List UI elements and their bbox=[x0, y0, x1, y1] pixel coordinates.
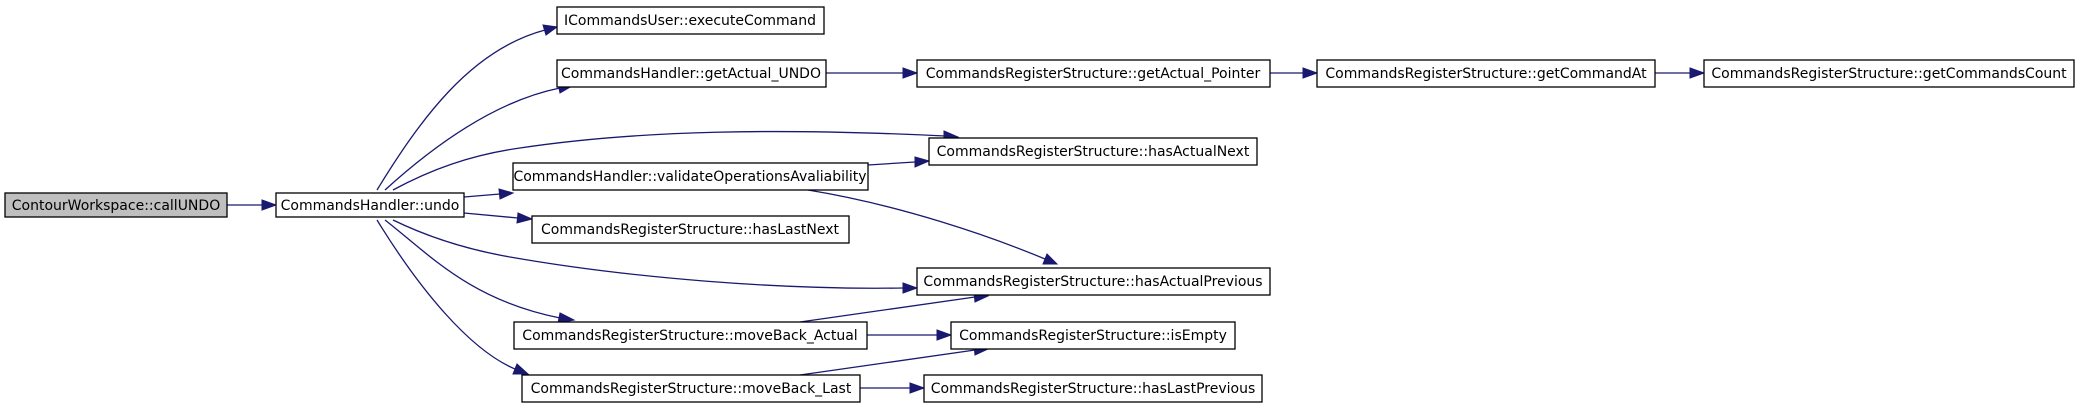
node-callundo[interactable]: ContourWorkspace::callUNDO bbox=[4, 192, 228, 218]
edge-undo-exec bbox=[376, 24, 559, 191]
edge-moveLast-hasLastPrev bbox=[860, 382, 926, 394]
edge-validate-hasPrev bbox=[807, 189, 1059, 265]
node-get-actual-undo-label: CommandsHandler::getActual_UNDO bbox=[561, 66, 821, 82]
edge-getUndo-getPtr bbox=[826, 67, 919, 79]
node-get-actual-undo[interactable]: CommandsHandler::getActual_UNDO bbox=[556, 59, 827, 88]
node-handler-undo[interactable]: CommandsHandler::undo bbox=[275, 192, 465, 218]
node-has-last-previous[interactable]: CommandsRegisterStructure::hasLastPrevio… bbox=[923, 374, 1263, 403]
node-get-actual-pointer[interactable]: CommandsRegisterStructure::getActual_Poi… bbox=[916, 59, 1271, 88]
node-is-empty[interactable]: CommandsRegisterStructure::isEmpty bbox=[950, 321, 1236, 350]
node-get-command-at-label: CommandsRegisterStructure::getCommandAt bbox=[1325, 66, 1647, 82]
node-get-actual-pointer-label: CommandsRegisterStructure::getActual_Poi… bbox=[926, 66, 1261, 82]
edge-moveAct-hasPrev bbox=[799, 291, 990, 323]
node-get-commands-count[interactable]: CommandsRegisterStructure::getCommandsCo… bbox=[1703, 59, 2075, 88]
edge-validate-hasNext bbox=[867, 156, 931, 168]
node-get-commands-count-label: CommandsRegisterStructure::getCommandsCo… bbox=[1711, 66, 2067, 82]
node-move-back-last-label: CommandsRegisterStructure::moveBack_Last bbox=[531, 381, 852, 397]
node-execute-command-label: ICommandsUser::executeCommand bbox=[564, 13, 816, 29]
node-has-last-previous-label: CommandsRegisterStructure::hasLastPrevio… bbox=[931, 381, 1256, 397]
edge-undo-hasLastNext bbox=[463, 212, 534, 224]
node-has-actual-next-label: CommandsRegisterStructure::hasActualNext bbox=[937, 144, 1250, 160]
node-has-actual-next[interactable]: CommandsRegisterStructure::hasActualNext bbox=[928, 137, 1258, 166]
node-move-back-actual[interactable]: CommandsRegisterStructure::moveBack_Actu… bbox=[513, 321, 868, 350]
node-callundo-label: ContourWorkspace::callUNDO bbox=[12, 198, 220, 214]
node-execute-command[interactable]: ICommandsUser::executeCommand bbox=[556, 6, 825, 35]
node-get-command-at[interactable]: CommandsRegisterStructure::getCommandAt bbox=[1316, 59, 1656, 88]
edge-getAt-getCnt bbox=[1655, 67, 1706, 79]
node-has-last-next[interactable]: CommandsRegisterStructure::hasLastNext bbox=[531, 215, 850, 244]
node-validate-operations[interactable]: CommandsHandler::validateOperationsAvali… bbox=[512, 162, 869, 191]
node-is-empty-label: CommandsRegisterStructure::isEmpty bbox=[959, 328, 1227, 344]
edge-undo-hasPrev bbox=[392, 219, 919, 294]
node-handler-undo-label: CommandsHandler::undo bbox=[281, 198, 460, 214]
node-has-last-next-label: CommandsRegisterStructure::hasLastNext bbox=[541, 222, 839, 238]
node-move-back-last[interactable]: CommandsRegisterStructure::moveBack_Last bbox=[521, 374, 861, 403]
edge-undo-validate bbox=[463, 188, 515, 200]
node-has-actual-previous[interactable]: CommandsRegisterStructure::hasActualPrev… bbox=[916, 267, 1271, 296]
node-move-back-actual-label: CommandsRegisterStructure::moveBack_Actu… bbox=[522, 328, 857, 344]
node-validate-operations-label: CommandsHandler::validateOperationsAvali… bbox=[513, 169, 866, 185]
node-has-actual-previous-label: CommandsRegisterStructure::hasActualPrev… bbox=[923, 274, 1262, 290]
edge-undo-moveLast bbox=[376, 219, 530, 375]
edge-moveAct-isEmpty bbox=[867, 329, 953, 341]
edge-getPtr-getAt bbox=[1270, 67, 1319, 79]
edge-root-undo bbox=[227, 199, 278, 211]
